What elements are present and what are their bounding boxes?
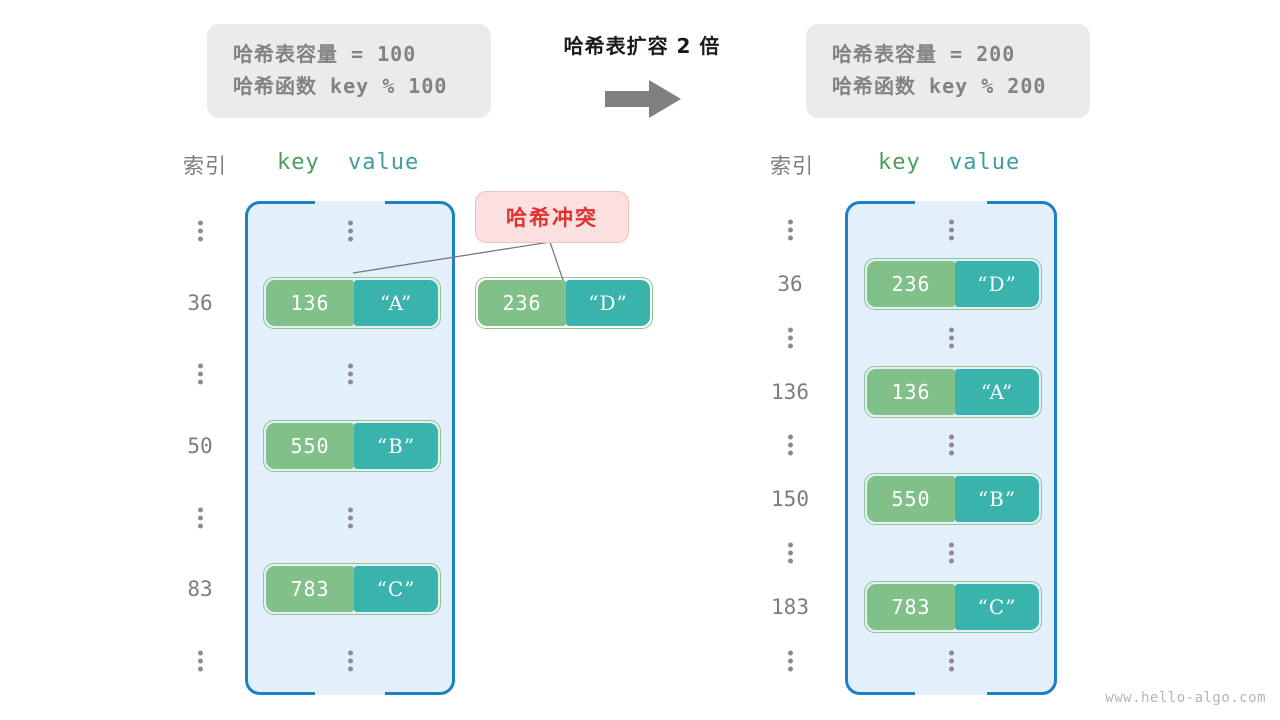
after-index-header: 索引 — [770, 154, 814, 178]
after-entry-150-value: “B” — [955, 476, 1039, 522]
after-entry-136-key: 136 — [867, 369, 955, 415]
after-entry-36-key: 236 — [867, 261, 955, 307]
after-function-line: 哈希函数 key % 200 — [832, 74, 1047, 98]
before-index-ellipsis-6 — [165, 648, 235, 675]
before-slot-ellipsis-6 — [315, 648, 385, 675]
after-index-ellipsis-8 — [755, 648, 825, 675]
before-index-header: 索引 — [183, 154, 227, 178]
after-index-label-36: 36 — [777, 272, 803, 296]
before-slot-ellipsis-2 — [315, 361, 385, 388]
after-entry-36[interactable]: 236 “D” — [864, 258, 1042, 310]
before-entry-83-key: 783 — [266, 566, 354, 612]
after-index-ellipsis-0 — [755, 217, 825, 244]
before-entry-50-value: “B” — [354, 423, 438, 469]
after-index-ellipsis-6 — [755, 540, 825, 567]
collision-badge: 哈希冲突 — [475, 191, 629, 243]
after-slot-ellipsis-8 — [916, 648, 986, 675]
after-entry-136-value: “A” — [955, 369, 1039, 415]
before-index-ellipsis-4 — [165, 505, 235, 532]
before-slot-ellipsis-4 — [315, 505, 385, 532]
before-entry-36-key: 136 — [266, 280, 354, 326]
after-index-label-183: 183 — [771, 595, 809, 619]
after-slot-ellipsis-0 — [916, 217, 986, 244]
after-entry-183-key: 783 — [867, 584, 955, 630]
after-entry-36-value: “D” — [955, 261, 1039, 307]
before-slot-ellipsis-0 — [315, 218, 385, 245]
watermark: www.hello-algo.com — [1105, 690, 1266, 706]
before-index-label-50: 50 — [187, 434, 213, 458]
after-capacity-line: 哈希表容量 = 200 — [832, 42, 1016, 66]
after-slot-ellipsis-4 — [916, 432, 986, 459]
before-entry-83-value: “C” — [354, 566, 438, 612]
right-arrow-icon — [605, 80, 681, 118]
after-entry-136[interactable]: 136 “A” — [864, 366, 1042, 418]
after-value-header: value — [949, 150, 1021, 175]
before-entry-50[interactable]: 550 “B” — [263, 420, 441, 472]
after-info-box: 哈希表容量 = 200 哈希函数 key % 200 — [806, 24, 1090, 118]
before-entry-36-value: “A” — [354, 280, 438, 326]
after-index-label-150: 150 — [771, 487, 809, 511]
transition-title: 哈希表扩容 2 倍 — [563, 34, 721, 58]
after-index-ellipsis-2 — [755, 325, 825, 352]
after-key-header: key — [878, 150, 921, 175]
before-info-box: 哈希表容量 = 100 哈希函数 key % 100 — [207, 24, 491, 118]
after-entry-150-key: 550 — [867, 476, 955, 522]
before-key-header: key — [277, 150, 320, 175]
after-entry-183-value: “C” — [955, 584, 1039, 630]
before-entry-83[interactable]: 783 “C” — [263, 563, 441, 615]
before-index-label-36: 36 — [187, 291, 213, 315]
before-function-line: 哈希函数 key % 100 — [233, 74, 448, 98]
before-overflow-entry-key: 236 — [478, 280, 566, 326]
after-index-ellipsis-4 — [755, 432, 825, 459]
before-overflow-entry[interactable]: 236 “D” — [475, 277, 653, 329]
before-entry-50-key: 550 — [266, 423, 354, 469]
after-index-label-136: 136 — [771, 380, 809, 404]
before-index-ellipsis-2 — [165, 361, 235, 388]
before-capacity-line: 哈希表容量 = 100 — [233, 42, 417, 66]
after-entry-183[interactable]: 783 “C” — [864, 581, 1042, 633]
before-index-ellipsis-0 — [165, 218, 235, 245]
before-overflow-entry-value: “D” — [566, 280, 650, 326]
before-value-header: value — [348, 150, 420, 175]
after-slot-ellipsis-2 — [916, 325, 986, 352]
after-slot-ellipsis-6 — [916, 540, 986, 567]
before-entry-36[interactable]: 136 “A” — [263, 277, 441, 329]
after-entry-150[interactable]: 550 “B” — [864, 473, 1042, 525]
before-index-label-83: 83 — [187, 577, 213, 601]
